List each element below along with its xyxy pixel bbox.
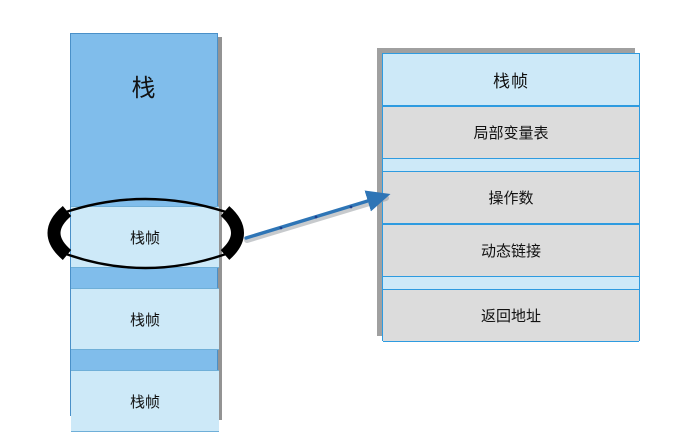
stack-frame-item[interactable]: 栈帧 [71, 370, 219, 432]
detail-row[interactable]: 操作数 [383, 171, 639, 224]
connector-arrow-icon [244, 190, 391, 243]
stack-label: 栈 [131, 74, 157, 102]
detail-row[interactable]: 动态链接 [383, 224, 639, 277]
detail-row-gap [383, 277, 639, 289]
frame-detail-panel: 栈帧 局部变量表 操作数 动态链接 返回地址 [382, 53, 640, 342]
stack-frame-label: 栈帧 [129, 392, 160, 411]
detail-row[interactable]: 返回地址 [383, 289, 639, 342]
detail-row[interactable]: 局部变量表 [383, 106, 639, 159]
detail-row-gap [383, 159, 639, 171]
detail-row-label: 返回地址 [480, 307, 541, 325]
detail-row-label: 动态链接 [480, 242, 541, 260]
stack-frame-label: 栈帧 [129, 310, 160, 329]
stack-frame-item[interactable]: 栈帧 [71, 206, 219, 268]
frame-detail-header: 栈帧 [383, 54, 639, 106]
stack-frame-label: 栈帧 [129, 228, 160, 247]
detail-row-label: 操作数 [488, 189, 534, 207]
detail-row-label: 局部变量表 [473, 124, 549, 142]
stack-frame-item[interactable]: 栈帧 [71, 288, 219, 350]
stack-container: 栈 栈帧 栈帧 栈帧 [70, 33, 219, 432]
